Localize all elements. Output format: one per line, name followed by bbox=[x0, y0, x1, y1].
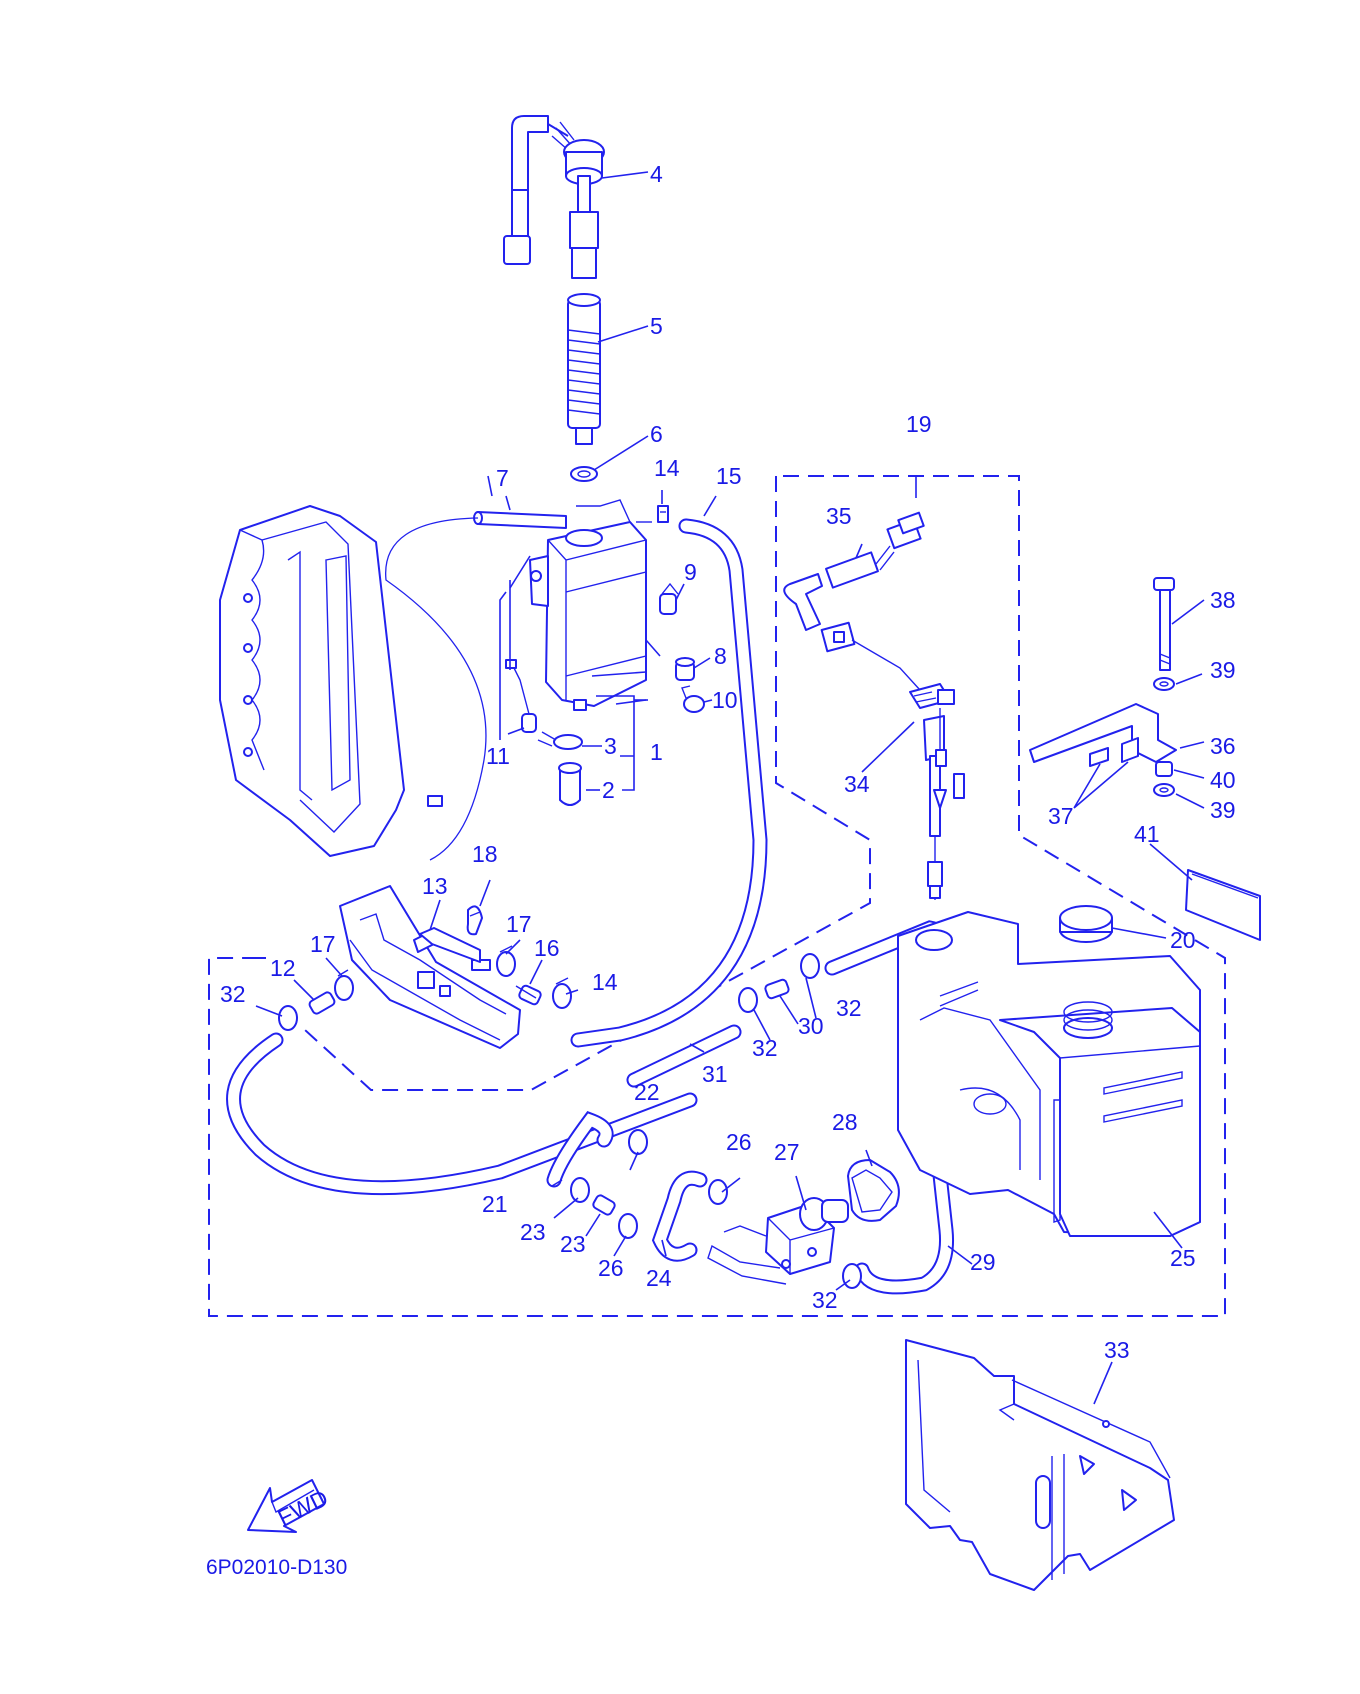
callout-26-top: 26 bbox=[726, 1129, 752, 1155]
part-37-pads bbox=[1089, 737, 1139, 767]
callout-19: 19 bbox=[906, 411, 932, 437]
callout-16: 16 bbox=[534, 935, 560, 961]
callout-13: 13 bbox=[422, 873, 448, 899]
callout-39-bottom: 39 bbox=[1210, 797, 1236, 823]
part-28-ring-cap bbox=[847, 1159, 900, 1222]
callout-18: 18 bbox=[472, 841, 498, 867]
part-16-joint bbox=[515, 984, 542, 1006]
part-11-fitting bbox=[505, 659, 537, 733]
part-6-o-ring bbox=[570, 466, 598, 482]
callout-27: 27 bbox=[774, 1139, 800, 1165]
part-27-fuel-pump bbox=[707, 1197, 849, 1285]
part-2-hose-joint bbox=[558, 762, 582, 806]
part-24-joint bbox=[592, 1194, 616, 1216]
callout-6: 6 bbox=[650, 421, 663, 447]
callout-17-right: 17 bbox=[506, 911, 532, 937]
part-26-clips bbox=[618, 1179, 728, 1239]
callout-38: 38 bbox=[1210, 587, 1236, 613]
callout-35: 33 bbox=[1104, 1337, 1130, 1363]
part-8-grommet bbox=[675, 657, 695, 681]
part-3-clip bbox=[537, 731, 583, 750]
callout-10: 10 bbox=[712, 687, 738, 713]
callout-3: 3 bbox=[604, 733, 617, 759]
callout-15: 15 bbox=[716, 463, 742, 489]
callout-33: 34 bbox=[844, 771, 870, 797]
drawing-code: 6P02010-D130 bbox=[206, 1556, 347, 1579]
callout-14-top: 14 bbox=[654, 455, 680, 481]
callout-34: 35 bbox=[826, 503, 852, 529]
part-39-washers bbox=[1153, 677, 1175, 797]
leader-lines bbox=[255, 171, 1205, 1405]
callout-40: 40 bbox=[1210, 767, 1236, 793]
callout-14-lower: 14 bbox=[592, 969, 618, 995]
callout-29: 29 bbox=[970, 1249, 996, 1275]
callout-9: 9 bbox=[684, 559, 697, 585]
part-21-cap bbox=[1059, 905, 1113, 943]
callout-17-left: 17 bbox=[310, 931, 336, 957]
callout-41: 41 bbox=[1134, 821, 1160, 847]
callout-4: 4 bbox=[650, 161, 663, 187]
callout-21: 20 bbox=[1170, 927, 1196, 953]
callout-11: 11 bbox=[486, 743, 510, 769]
callout-31: 31 bbox=[702, 1061, 728, 1087]
part-32-clips bbox=[278, 953, 862, 1289]
part-35-tank-bracket bbox=[905, 1339, 1175, 1591]
part-10-bolt bbox=[681, 685, 705, 713]
callout-32-left: 32 bbox=[220, 981, 246, 1007]
part-20-oil-tank bbox=[897, 911, 1201, 1237]
part-33-level-gauge bbox=[909, 683, 965, 951]
callout-32-bottom: 32 bbox=[812, 1287, 838, 1313]
callout-20: 25 bbox=[1170, 1245, 1196, 1271]
part-13-hose bbox=[419, 927, 481, 963]
part-14-clip-top bbox=[636, 505, 669, 523]
callout-26-bottom: 26 bbox=[598, 1255, 624, 1281]
callout-37: 37 bbox=[1048, 803, 1074, 829]
callout-32-mid: 32 bbox=[752, 1035, 778, 1061]
callout-1: 1 bbox=[650, 739, 663, 765]
callout-30: 30 bbox=[798, 1013, 824, 1039]
callout-2: 2 bbox=[602, 777, 615, 803]
fwd-arrow-icon: FWD bbox=[247, 1479, 332, 1533]
part-12-joint bbox=[308, 991, 336, 1015]
part-36-bracket bbox=[1029, 703, 1177, 763]
callout-24: 23 bbox=[560, 1231, 586, 1257]
callout-23-bottom: 23 bbox=[520, 1219, 546, 1245]
callout-7: 7 bbox=[496, 465, 509, 491]
callout-22: 21 bbox=[482, 1191, 508, 1217]
part-38-bolt bbox=[1153, 577, 1175, 671]
part-18-clip bbox=[466, 905, 483, 936]
callout-32-mid-right: 32 bbox=[836, 995, 862, 1021]
callout-28: 28 bbox=[832, 1109, 858, 1135]
intake-silencer bbox=[219, 505, 443, 857]
callout-39-top: 39 bbox=[1210, 657, 1236, 683]
callout-23-top: 22 bbox=[634, 1079, 660, 1105]
part-4-cap-assembly bbox=[503, 115, 605, 279]
callout-25: 24 bbox=[646, 1265, 672, 1291]
part-40-nut bbox=[1155, 761, 1173, 777]
part-17-clips bbox=[334, 945, 516, 1001]
callout-5: 5 bbox=[650, 313, 663, 339]
group-boundaries bbox=[208, 475, 1226, 1317]
callout-36: 36 bbox=[1210, 733, 1236, 759]
part-14-clip-lower bbox=[552, 977, 572, 1009]
part-41-label bbox=[1185, 869, 1261, 941]
oil-piping-base bbox=[339, 885, 521, 1049]
part-34-wire-harness bbox=[783, 511, 925, 691]
callout-12: 12 bbox=[270, 955, 296, 981]
callout-8: 8 bbox=[714, 643, 727, 669]
part-5-filter-element bbox=[567, 293, 601, 445]
part-9-plug bbox=[659, 582, 679, 615]
part-1-oil-tank bbox=[529, 499, 647, 711]
callout-numbers: 4 5 6 7 14 15 9 8 10 3 1 2 11 18 13 17 1… bbox=[220, 161, 1236, 1363]
part-30-joint bbox=[764, 978, 790, 1000]
part-23-clips bbox=[570, 1129, 648, 1203]
